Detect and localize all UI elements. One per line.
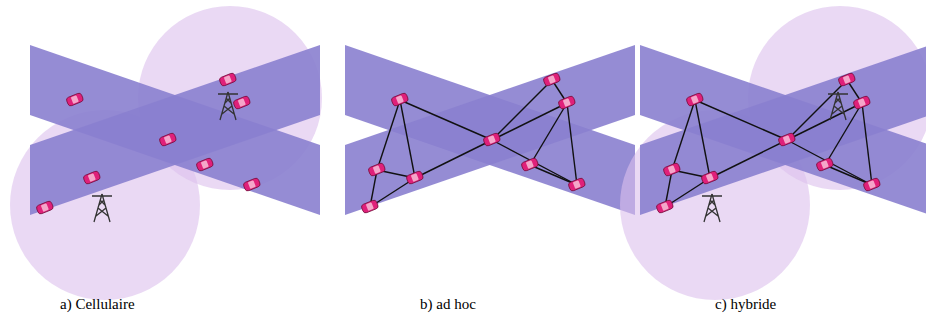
car-roof <box>366 202 374 211</box>
radio-link <box>530 103 567 165</box>
car-roof <box>88 173 96 182</box>
car <box>656 199 674 213</box>
road <box>345 45 635 215</box>
radio-link <box>415 140 492 178</box>
car-roof <box>411 173 419 182</box>
car-roof <box>396 95 404 104</box>
radio-link <box>862 103 872 185</box>
radio-link <box>787 80 847 140</box>
car <box>816 157 834 171</box>
car-roof <box>201 160 209 169</box>
radio-link <box>492 80 552 140</box>
radio-link <box>400 100 492 140</box>
car-roof <box>573 180 581 189</box>
car <box>568 177 586 191</box>
radio-link <box>787 140 872 185</box>
car <box>219 72 237 86</box>
road <box>30 45 320 215</box>
car <box>483 132 501 146</box>
car-roof <box>548 75 556 84</box>
road <box>640 45 926 215</box>
car <box>159 132 177 146</box>
car-roof <box>563 98 571 107</box>
car <box>368 162 386 176</box>
radio-link <box>710 140 787 178</box>
car <box>838 72 856 86</box>
car <box>521 157 539 171</box>
car <box>701 170 719 184</box>
car <box>243 177 261 191</box>
radio-link <box>695 100 710 178</box>
road <box>640 45 926 215</box>
car <box>686 92 704 106</box>
road <box>30 45 320 215</box>
car <box>406 170 424 184</box>
car-roof <box>858 98 866 107</box>
antenna-tower <box>92 194 112 222</box>
car <box>83 170 101 184</box>
car-roof <box>783 135 791 144</box>
car <box>233 95 251 109</box>
car <box>36 200 54 214</box>
car-roof <box>238 98 246 107</box>
car <box>863 177 881 191</box>
car-roof <box>843 75 851 84</box>
radio-link <box>567 103 577 185</box>
car-roof <box>668 165 676 174</box>
radio-link <box>492 140 577 185</box>
car-roof <box>706 173 714 182</box>
car-roof <box>821 160 829 169</box>
car-roof <box>868 180 876 189</box>
car <box>778 132 796 146</box>
car-roof <box>248 180 256 189</box>
radio-link <box>695 100 787 140</box>
car <box>543 72 561 86</box>
car-roof <box>526 160 534 169</box>
car-roof <box>164 135 172 144</box>
panel-caption: b) ad hoc <box>420 296 476 313</box>
panel-caption: a) Cellulaire <box>60 296 135 313</box>
car-roof <box>488 135 496 144</box>
panel-caption: c) hybride <box>715 296 776 313</box>
car-roof <box>691 95 699 104</box>
car-roof <box>224 75 232 84</box>
antenna-tower <box>828 92 848 120</box>
car-roof <box>373 165 381 174</box>
radio-link <box>672 100 695 170</box>
car <box>391 92 409 106</box>
car <box>663 162 681 176</box>
car <box>66 92 84 106</box>
road <box>345 45 635 215</box>
car <box>558 95 576 109</box>
car-roof <box>661 202 669 211</box>
radio-link <box>377 100 400 170</box>
antenna-tower <box>702 194 722 222</box>
radio-link <box>400 100 415 178</box>
car <box>853 95 871 109</box>
car <box>196 157 214 171</box>
car <box>361 199 379 213</box>
car-roof <box>71 95 79 104</box>
car-roof <box>41 203 49 212</box>
